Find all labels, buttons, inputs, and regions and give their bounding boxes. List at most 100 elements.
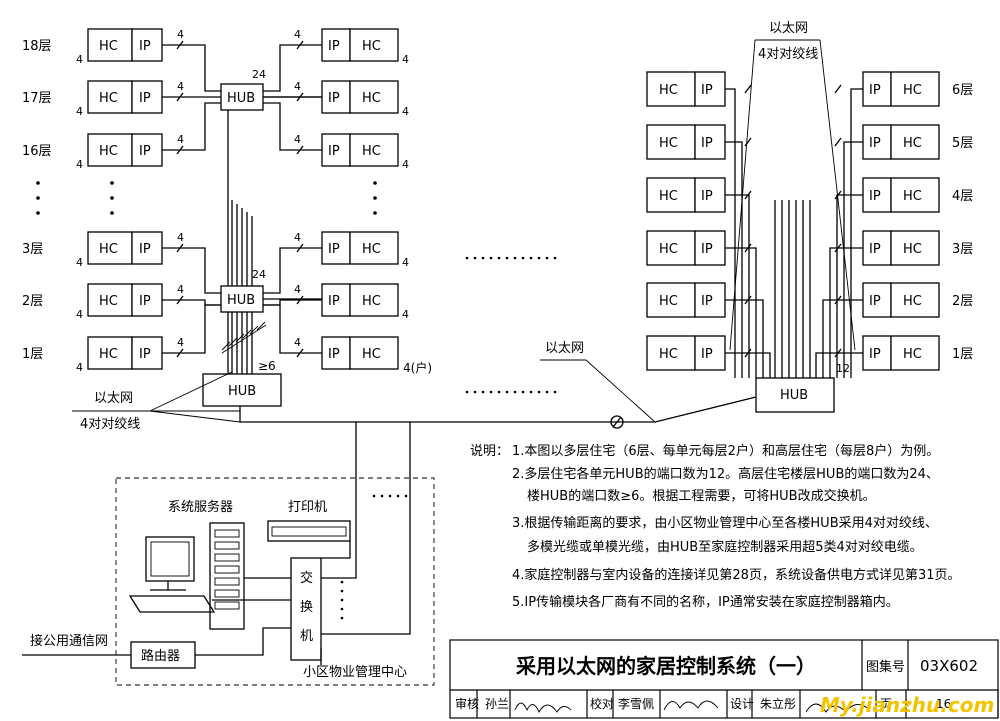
ip-label: IP [869, 189, 881, 204]
hc-label: HC [99, 294, 118, 309]
floor-label: 2层 [952, 294, 973, 309]
ellipsis-dot [373, 211, 377, 215]
cable-to-hub [162, 299, 221, 306]
ellipsis-dot [36, 181, 40, 185]
reviewer-name: 孙兰 [485, 697, 509, 711]
hc-label: HC [903, 189, 922, 204]
ip-label: IP [139, 242, 151, 257]
ip-box [131, 231, 163, 265]
hub-port-count: 12 [836, 362, 850, 375]
ellipsis-dot [513, 390, 517, 394]
ellipsis-dot [473, 256, 477, 260]
hc-box [87, 283, 133, 317]
hc-label: HC [659, 136, 678, 151]
annotation-leader [585, 359, 656, 423]
ellipsis-dot [373, 196, 377, 200]
server-bay [214, 589, 240, 598]
atlas-number: 03X602 [920, 657, 978, 675]
cable-to-hub [843, 141, 863, 378]
atlas-label: 图集号 [866, 659, 905, 675]
link-count-label: 4 [294, 80, 301, 93]
lan-cable [321, 541, 351, 559]
server-bay [214, 565, 240, 574]
hc-box [646, 177, 696, 213]
cable-tick-mark [834, 190, 842, 200]
link-count-label: 4 [294, 28, 301, 41]
link-count-label: 4 [76, 256, 83, 269]
link-count-label: 4 [294, 133, 301, 146]
management-center-title: 小区物业管理中心 [303, 665, 407, 680]
hc-label: HC [659, 83, 678, 98]
hc-box [890, 282, 940, 318]
ellipsis-dot [465, 390, 469, 394]
ellipsis-dot [481, 390, 485, 394]
switch-box [290, 557, 322, 661]
cable-to-hub [263, 304, 322, 354]
server-bay [214, 541, 240, 550]
bundle-tick [221, 324, 267, 354]
bottom-hub-port-count: ≥6 [258, 359, 276, 373]
hc-label: HC [362, 294, 381, 309]
floor-label: 16层 [22, 144, 52, 159]
floor-label: 1层 [22, 347, 43, 362]
bundle-tick [256, 321, 266, 331]
cable-tick-mark [296, 295, 304, 305]
hc-box [890, 230, 940, 266]
cable-tick-mark [834, 243, 842, 253]
page-number: 16 [936, 697, 951, 711]
ip-label: IP [701, 136, 713, 151]
monitor [145, 536, 195, 582]
note-item: 1.本图以多层住宅（6层、每单元每层2户）和高层住宅（每层8户）为例。 [512, 443, 939, 459]
hc-box [87, 231, 133, 265]
title-block [449, 639, 999, 719]
ip-label: IP [701, 189, 713, 204]
cable-tick-mark [176, 348, 184, 358]
cable-to-hub [829, 247, 863, 378]
review-label: 审核 [455, 696, 479, 711]
ellipsis-dot [521, 390, 525, 394]
server-bay [214, 577, 240, 586]
ip-box [131, 283, 163, 317]
ellipsis-dot [521, 256, 525, 260]
signature [663, 700, 719, 711]
cable-to-hub [725, 247, 757, 378]
bundle-tick [249, 325, 259, 335]
cable-to-hub [725, 299, 764, 378]
ip-label: IP [869, 294, 881, 309]
checker-name: 李雪佩 [618, 696, 654, 711]
ip-box [694, 335, 726, 371]
trunk-cable [320, 421, 411, 635]
hub-label: HUB [227, 293, 255, 308]
ip-label: IP [701, 242, 713, 257]
ip-box [131, 28, 163, 62]
ellipsis-dot [481, 256, 485, 260]
link-count-label: 4 [177, 231, 184, 244]
cable-label: 4对对绞线 [80, 416, 140, 432]
link-count-label: 4 [402, 256, 409, 269]
ip-label: IP [328, 347, 340, 362]
check-label: 校对 [590, 696, 614, 711]
ip-box [694, 71, 726, 107]
hc-box [87, 28, 133, 62]
page-label: 页 [880, 697, 892, 711]
ip-label: IP [328, 242, 340, 257]
ellipsis-dot [473, 390, 477, 394]
keyboard [128, 595, 216, 613]
link-count-label: 4 [76, 53, 83, 66]
cable-label: 4对对绞线 [758, 46, 818, 62]
hc-box [646, 124, 696, 160]
link-count-label: 4 [76, 158, 83, 171]
hc-label: HC [362, 242, 381, 257]
router-cable [195, 627, 291, 656]
floor-label: 4层 [952, 189, 973, 204]
note-item: 3.根据传输距离的要求，由小区物业管理中心至各楼HUB采用4对对绞线、 [512, 515, 938, 531]
ethernet-label: 以太网 [769, 21, 808, 36]
floor-label: 6层 [952, 83, 973, 98]
note-item: 4.家庭控制器与室内设备的连接详见第28页，系统设备供电方式详见第31页。 [512, 567, 961, 583]
hc-label: HC [903, 294, 922, 309]
cable-tick-mark [744, 190, 752, 200]
ip-label: IP [328, 91, 340, 106]
ellipsis-dot [36, 196, 40, 200]
cable-to-hub [162, 304, 221, 354]
hc-box [87, 133, 133, 167]
